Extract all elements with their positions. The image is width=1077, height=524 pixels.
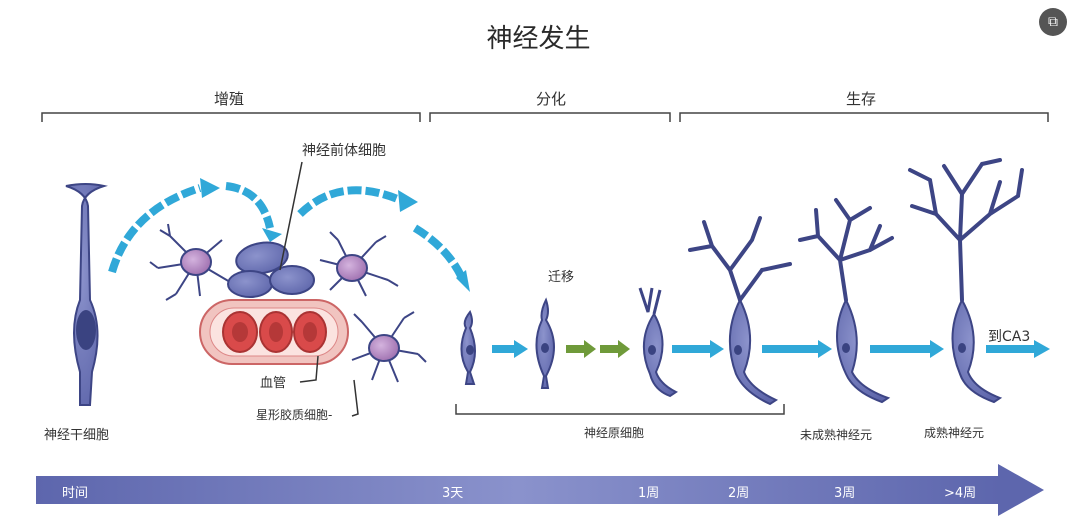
migration-arrows: [492, 340, 1050, 358]
label-blood-vessel: 血管: [260, 376, 287, 391]
proliferation-arrows: [108, 182, 466, 280]
immature-neuron-2: [798, 198, 894, 404]
label-neural-stem-cell: 神经干细胞: [44, 428, 110, 443]
timeline-label-1week: 1周: [638, 486, 660, 501]
astrocyte-3: [351, 311, 427, 383]
bracket-differentiation: [429, 112, 671, 122]
neural-progenitor-cells: [227, 241, 315, 298]
image-view-icon[interactable]: ⧉: [1039, 8, 1067, 36]
proliferation-arrowheads: [200, 178, 470, 292]
mature-neuron: [908, 158, 1024, 404]
bracket-survival: [679, 112, 1049, 122]
phase-proliferation: 增殖: [214, 90, 245, 108]
label-neural-progenitor: 神经前体细胞: [302, 143, 386, 159]
label-migration: 迁移: [548, 270, 575, 285]
label-mature-neuron: 成熟神经元: [924, 426, 985, 440]
phase-differentiation: 分化: [536, 90, 567, 108]
timeline-label-4weeks: >4周: [944, 486, 977, 501]
bracket-proliferation: [41, 112, 421, 122]
label-neuroblast: 神经原细胞: [584, 426, 645, 440]
label-astrocyte: 星形胶质细胞-: [256, 408, 333, 422]
timeline-label-3days: 3天: [442, 486, 464, 501]
bracket-neuroblast: [455, 404, 785, 415]
astrocyte-1: [149, 223, 241, 301]
diagram-title: 神经发生: [486, 24, 591, 54]
timeline-label-start: 时间: [62, 486, 89, 501]
timeline-arrow: [36, 464, 1044, 516]
astrocyte-2: [319, 231, 399, 297]
pointer-lines: [279, 161, 359, 417]
label-to-ca3: 到CA3: [988, 329, 1031, 345]
timeline-label-3weeks: 3周: [834, 486, 856, 501]
blood-vessel: [199, 299, 349, 365]
neuroblast-cell-1: [460, 310, 476, 385]
label-immature-neuron: 未成熟神经元: [800, 428, 873, 442]
neuroblast-cell-3: [638, 287, 678, 398]
phase-survival: 生存: [846, 90, 877, 108]
neuroblast-cell-2: [535, 297, 555, 389]
neural-stem-cell: [65, 183, 108, 406]
immature-neuron-1: [688, 216, 792, 406]
timeline-label-2weeks: 2周: [728, 486, 750, 501]
